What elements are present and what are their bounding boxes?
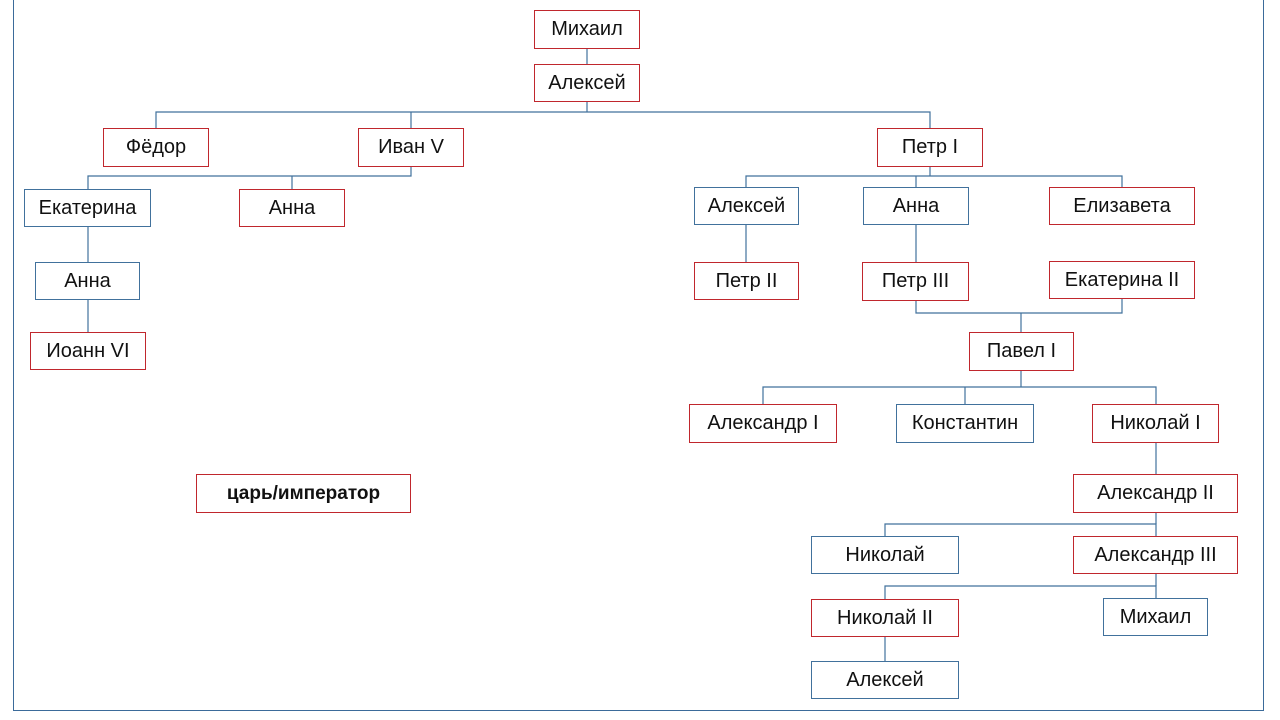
node-ekaterina-ii: Екатерина II [1049, 261, 1195, 299]
connector [155, 111, 931, 128]
node-anna-leopoldovna: Анна [35, 262, 140, 300]
node-ekaterina-ivanovna: Екатерина [24, 189, 151, 227]
node-elizaveta: Елизавета [1049, 187, 1195, 225]
node-fyodor: Фёдор [103, 128, 209, 167]
connector [884, 585, 1157, 599]
node-konstantin: Константин [896, 404, 1034, 443]
node-anna-petrovna: Анна [863, 187, 969, 225]
connector [745, 175, 1123, 187]
node-petr-iii: Петр III [862, 262, 969, 301]
node-pavel-i: Павел I [969, 332, 1074, 371]
node-ivan-v: Иван V [358, 128, 464, 167]
connector [762, 386, 1157, 404]
connector [87, 167, 412, 189]
node-aleksey-mikhailovich: Алексей [534, 64, 640, 102]
node-nikolay-ii: Николай II [811, 599, 959, 637]
node-aleksey-petrovich: Алексей [694, 187, 799, 225]
node-aleksandr-i: Александр I [689, 404, 837, 443]
node-nikolay-aleksandrovich: Николай [811, 536, 959, 574]
node-aleksandr-ii: Александр II [1073, 474, 1238, 513]
connector [915, 299, 1123, 314]
diagram-frame [13, 0, 1264, 711]
node-aleksandr-iii: Александр III [1073, 536, 1238, 574]
node-petr-ii: Петр II [694, 262, 799, 300]
node-petr-i: Петр I [877, 128, 983, 167]
node-nikolay-i: Николай I [1092, 404, 1219, 443]
node-mikhail-aleksandrovich: Михаил [1103, 598, 1208, 636]
node-mikhail: Михаил [534, 10, 640, 49]
node-ioann-vi: Иоанн VI [30, 332, 146, 370]
node-aleksey-nikolaevich: Алексей [811, 661, 959, 699]
node-anna-ioannovna: Анна [239, 189, 345, 227]
legend-ruler: царь/император [196, 474, 411, 513]
connector [884, 523, 1157, 536]
